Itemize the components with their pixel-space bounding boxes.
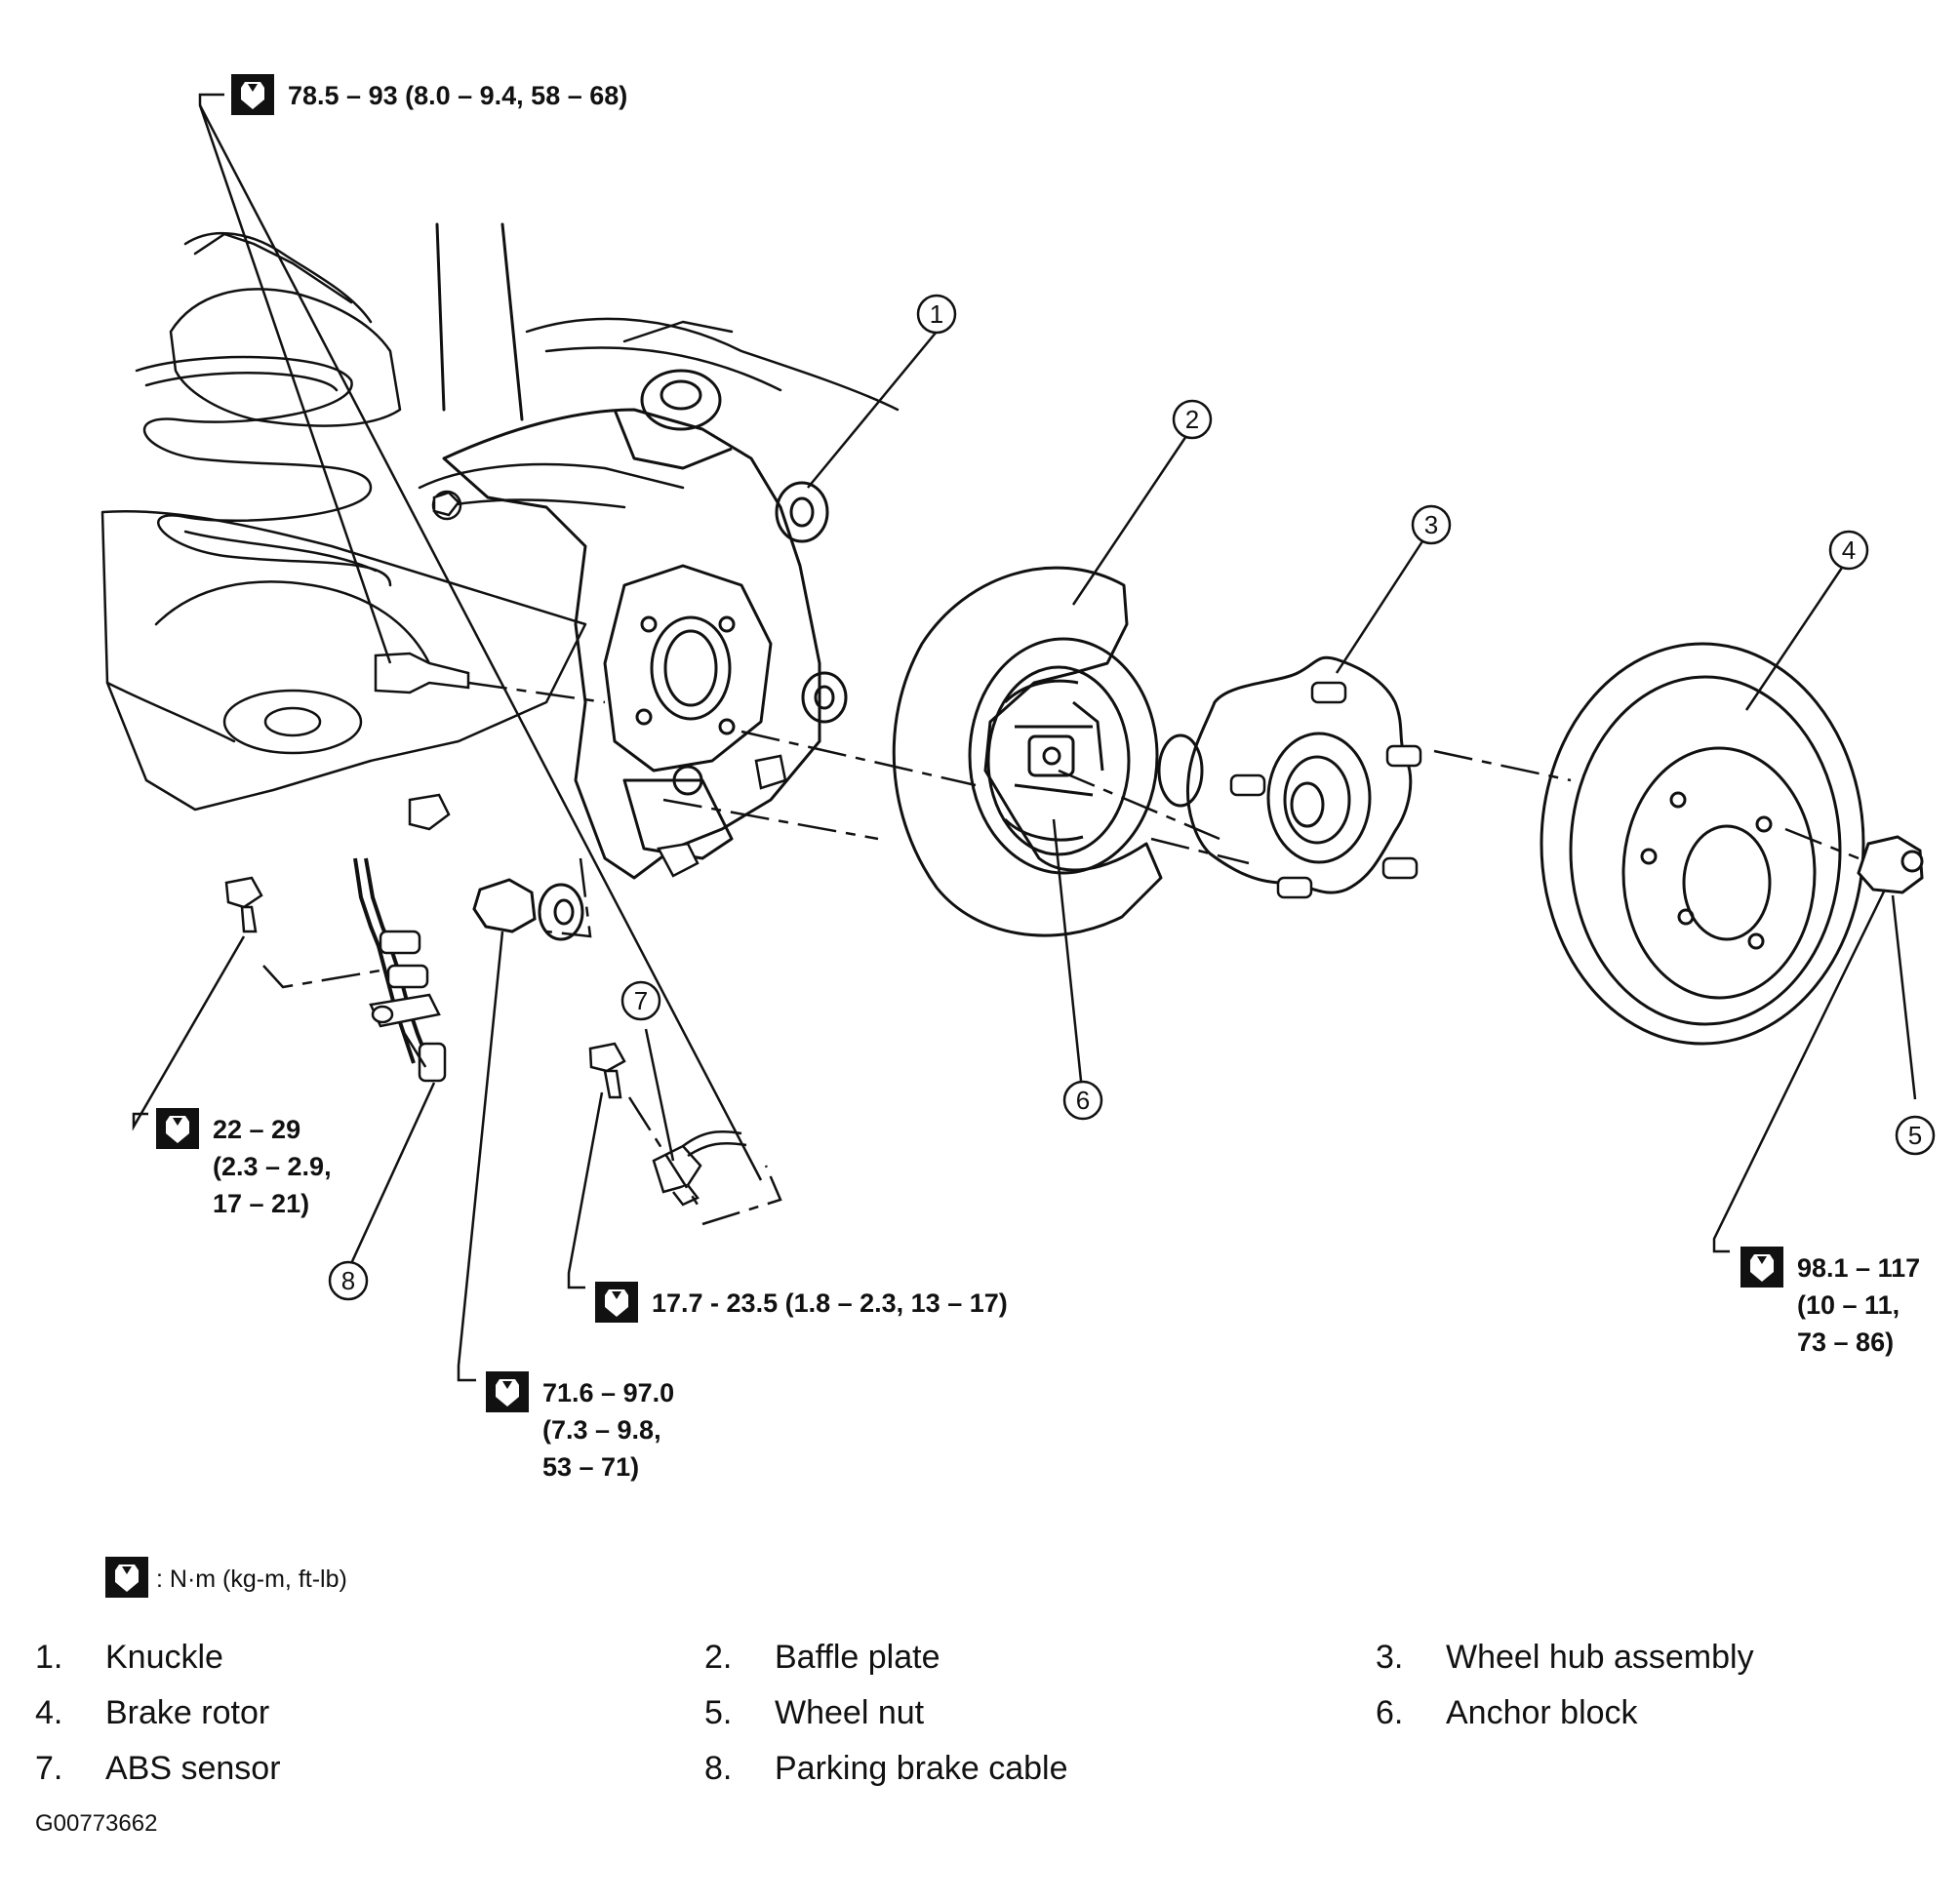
svg-text:17.7 - 23.5 (1.8 – 2.3, 13 – 1: 17.7 - 23.5 (1.8 – 2.3, 13 – 17) bbox=[652, 1288, 1008, 1318]
hub-studs bbox=[1229, 681, 1422, 899]
figure-code: G00773662 bbox=[35, 1810, 158, 1837]
torque-wrench-icon bbox=[595, 1282, 638, 1323]
svg-text:1: 1 bbox=[930, 299, 943, 329]
callout-2: 2 bbox=[1172, 399, 1213, 440]
svg-text:6: 6 bbox=[1076, 1086, 1090, 1115]
svg-text:78.5 – 93 (8.0 – 9.4, 58 – 68): 78.5 – 93 (8.0 – 9.4, 58 – 68) bbox=[288, 81, 627, 110]
torque-wrench-icon bbox=[156, 1108, 199, 1149]
parking-brake-cable bbox=[224, 857, 447, 1083]
wheel-nut bbox=[1857, 835, 1924, 894]
torque-wrench-icon bbox=[1740, 1247, 1783, 1288]
svg-text:53 – 71): 53 – 71) bbox=[542, 1452, 639, 1482]
abs-sensor bbox=[588, 1042, 747, 1207]
svg-text:22 – 29: 22 – 29 bbox=[213, 1115, 300, 1144]
svg-text:98.1 – 117: 98.1 – 117 bbox=[1797, 1253, 1920, 1283]
svg-text:5: 5 bbox=[1908, 1121, 1922, 1150]
knuckle bbox=[442, 369, 848, 880]
torque-spec-lower-nut: 71.6 – 97.0 (7.3 – 9.8, 53 – 71) bbox=[486, 1371, 674, 1482]
svg-text:17 – 21): 17 – 21) bbox=[213, 1189, 309, 1218]
svg-text:8: 8 bbox=[341, 1266, 355, 1295]
svg-text:: N·m (kg-m, ft-lb): : N·m (kg-m, ft-lb) bbox=[156, 1565, 347, 1593]
svg-text:(2.3 – 2.9,: (2.3 – 2.9, bbox=[213, 1152, 332, 1181]
callout-7: 7 bbox=[620, 980, 661, 1021]
torque-spec-top: 78.5 – 93 (8.0 – 9.4, 58 – 68) bbox=[231, 74, 627, 115]
callout-4: 4 bbox=[1828, 530, 1869, 571]
torque-wrench-icon bbox=[486, 1371, 529, 1412]
svg-text:4: 4 bbox=[1842, 535, 1856, 565]
callout-5: 5 bbox=[1895, 1115, 1936, 1156]
torque-spec-cable-bracket: 22 – 29 (2.3 – 2.9, 17 – 21) bbox=[156, 1108, 332, 1218]
callout-3: 3 bbox=[1411, 504, 1452, 545]
brake-rotor bbox=[1540, 642, 1865, 1046]
callout-8: 8 bbox=[328, 1260, 369, 1301]
unit-legend: : N·m (kg-m, ft-lb) bbox=[105, 1557, 347, 1598]
baffle-plate bbox=[892, 566, 1163, 937]
svg-text:7: 7 bbox=[634, 986, 648, 1015]
leader-lines bbox=[132, 93, 1917, 1382]
svg-text:2: 2 bbox=[1185, 405, 1199, 434]
knuckle-bolts bbox=[374, 491, 787, 878]
svg-text:(10 – 11,: (10 – 11, bbox=[1797, 1290, 1900, 1320]
suspension-assembly bbox=[100, 222, 900, 812]
svg-text:71.6 – 97.0: 71.6 – 97.0 bbox=[542, 1378, 674, 1407]
svg-text:3: 3 bbox=[1424, 510, 1438, 539]
assembly-center-lines bbox=[262, 681, 1860, 1226]
torque-spec-abs-sensor: 17.7 - 23.5 (1.8 – 2.3, 13 – 17) bbox=[595, 1282, 1008, 1323]
callout-6: 6 bbox=[1062, 1080, 1103, 1121]
wheel-hub-assembly bbox=[1157, 655, 1413, 894]
torque-spec-wheel-nut: 98.1 – 117 (10 – 11, 73 – 86) bbox=[1740, 1247, 1920, 1357]
torque-wrench-icon bbox=[231, 74, 274, 115]
svg-text:(7.3 – 9.8,: (7.3 – 9.8, bbox=[542, 1415, 661, 1445]
torque-wrench-icon bbox=[105, 1557, 148, 1598]
callout-1: 1 bbox=[916, 294, 957, 335]
svg-text:73 – 86): 73 – 86) bbox=[1797, 1327, 1894, 1357]
lower-nut-washer bbox=[472, 878, 584, 941]
